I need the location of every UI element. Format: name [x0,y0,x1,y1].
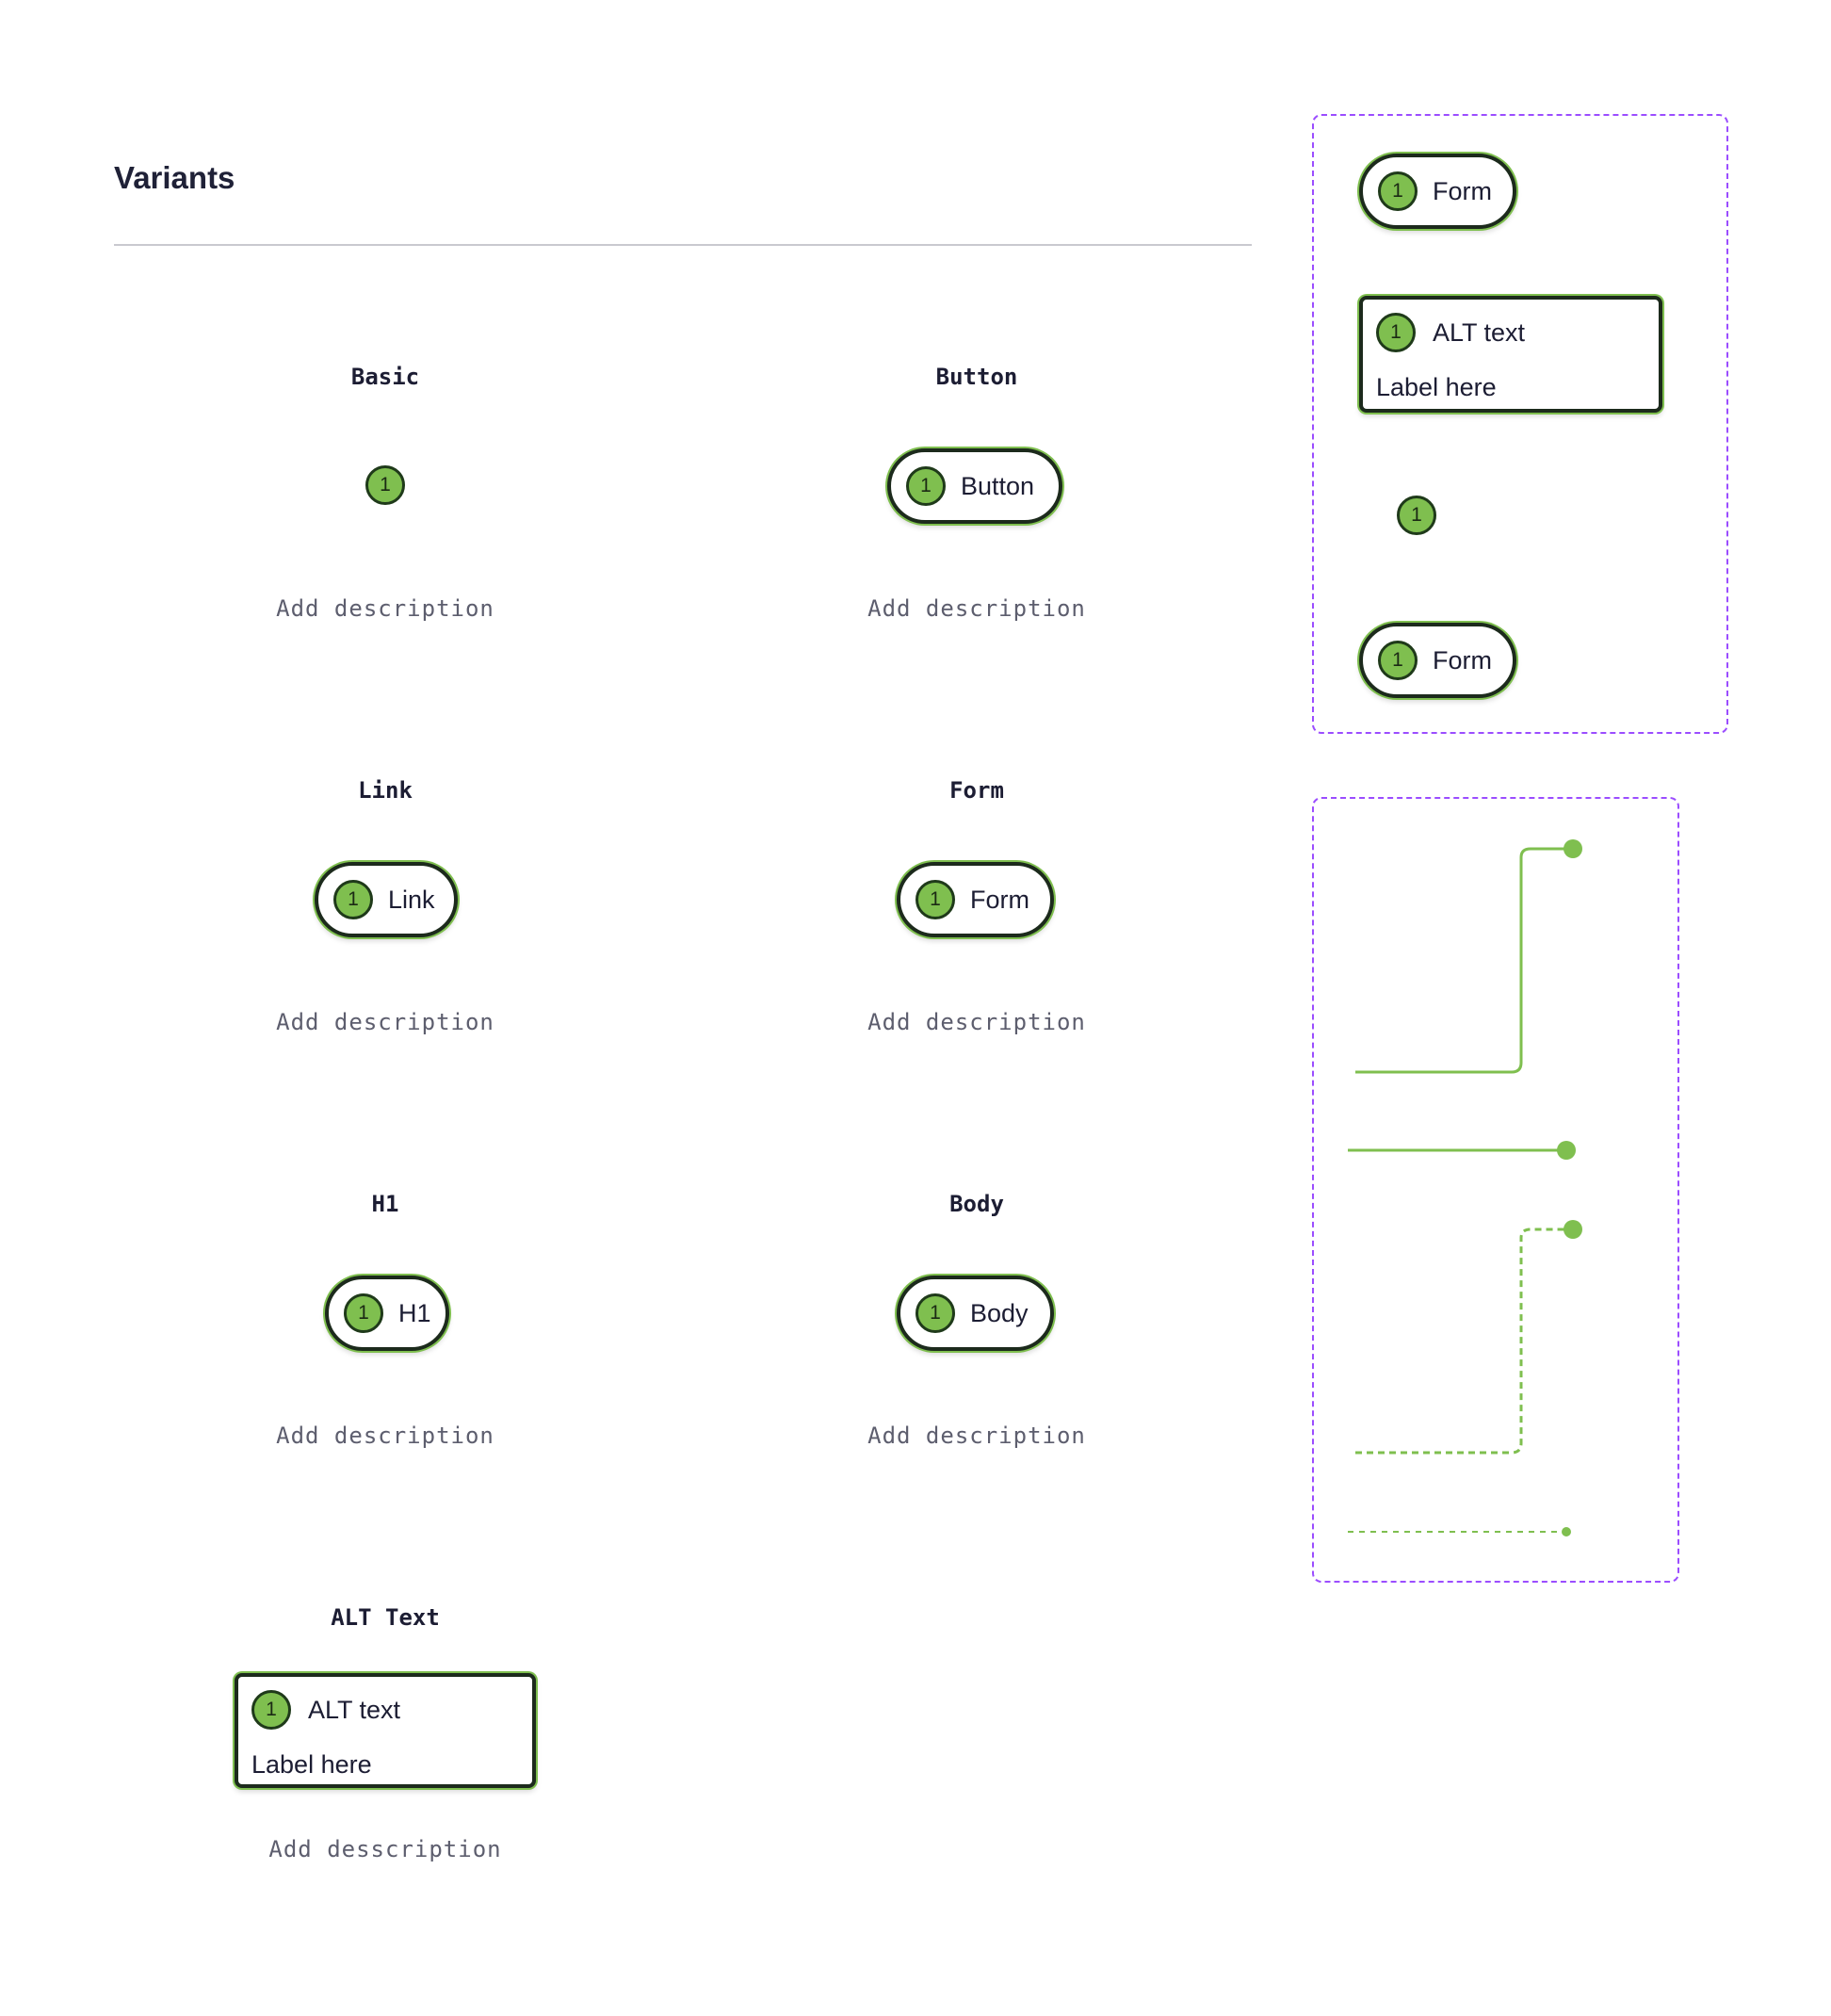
annotation-pill-button[interactable]: 1 Button [887,448,1062,524]
card-title: Basic [350,364,420,390]
alt-label: ALT text [1433,317,1526,347]
annotation-pill-h1[interactable]: 1 H1 [325,1276,449,1351]
connector-end-dot [1564,1220,1582,1239]
card-description: Add description [276,595,494,622]
variant-card-basic[interactable]: Basic 1 Add description [114,307,656,669]
variant-card-h1[interactable]: H1 1 H1 Add description [114,1134,656,1496]
pill-label: Form [1433,645,1492,675]
card-title: ALT Text [331,1604,440,1631]
variant-card-body[interactable]: Body 1 Body Add description [705,1134,1248,1496]
connectors-svg [1348,839,1582,1536]
page-title: Variants [114,160,235,195]
card-description: Add description [867,595,1086,622]
variant-card-form[interactable]: Form 1 Form Add description [705,721,1248,1082]
card-description: Add desscription [268,1836,502,1862]
number-badge: 1 [1378,641,1418,680]
connector-elbow-solid [1355,847,1573,1074]
connector-end-dot [1557,1141,1576,1160]
card-title: Form [949,777,1004,804]
number-badge: 1 [1378,171,1418,211]
number-badge: 1 [906,466,946,506]
annotation-pill-form[interactable]: 1 Form [897,862,1054,937]
number-badge: 1 [251,1690,291,1730]
card-description: Add description [867,1009,1086,1035]
number-badge: 1 [333,880,373,919]
pill-label: H1 [398,1298,431,1327]
number-badge: 1 [916,1293,955,1333]
number-badge[interactable]: 1 [365,465,405,505]
connector-end-dot [1564,839,1582,858]
card-description: Add description [867,1423,1086,1449]
card-description: Add description [276,1009,494,1035]
annotation-pill-body[interactable]: 1 Body [897,1276,1054,1351]
alt-label: ALT text [308,1695,401,1724]
connector-end-dot [1562,1527,1571,1536]
title-divider [114,244,1252,246]
number-badge: 1 [916,880,955,919]
number-badge: 1 [1376,313,1416,352]
card-title: Link [358,777,413,804]
card-title: Button [935,364,1018,390]
variant-card-link[interactable]: Link 1 Link Add description [114,721,656,1082]
pill-label: Link [388,885,435,914]
card-description: Add description [276,1423,494,1449]
number-badge[interactable]: 1 [1397,496,1436,535]
annotation-alt-text-box-side[interactable]: 1 ALT text Label here [1359,296,1662,413]
connectors-panel [1312,797,1679,1583]
annotation-pill-link[interactable]: 1 Link [315,862,458,937]
components-panel: 1 Form 1 ALT text Label here 1 1 Form [1312,114,1728,734]
card-title: H1 [371,1191,399,1217]
alt-sublabel: Label here [251,1750,372,1779]
pill-label: Form [970,885,1029,914]
variant-card-alt-text[interactable]: ALT Text 1 ALT text Label here Add dessc… [114,1548,656,1910]
number-badge: 1 [344,1293,383,1333]
annotation-pill-form-top[interactable]: 1 Form [1359,154,1516,229]
connector-elbow-dashed [1355,1227,1573,1455]
pill-label: Button [961,471,1035,500]
annotation-alt-text-box[interactable]: 1 ALT text Label here [235,1673,536,1788]
pill-label: Body [970,1298,1029,1327]
annotation-pill-form-bottom[interactable]: 1 Form [1359,623,1516,698]
variant-card-button[interactable]: Button 1 Button Add description [705,307,1248,669]
pill-label: Form [1433,176,1492,205]
card-title: Body [949,1191,1004,1217]
alt-sublabel: Label here [1376,373,1497,401]
